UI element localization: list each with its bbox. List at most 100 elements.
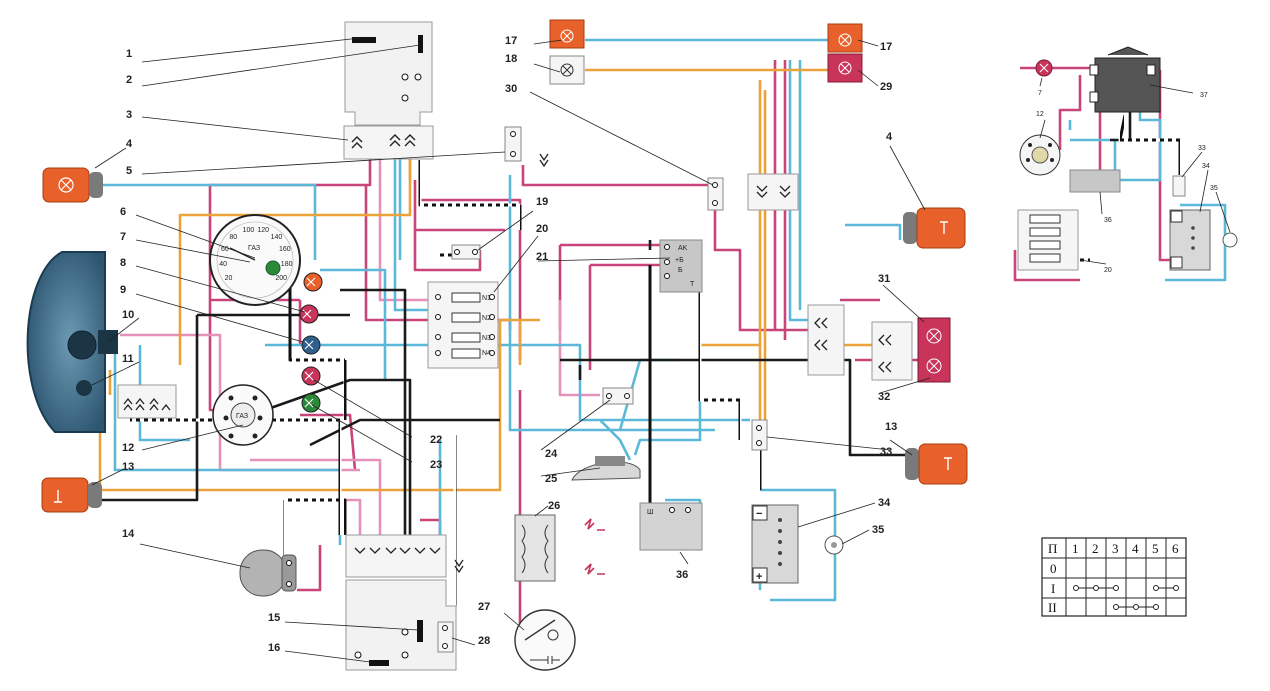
- table-col-5: 5: [1152, 541, 1159, 556]
- callout-26: 26: [548, 500, 560, 512]
- inset-generator-36: [1069, 169, 1121, 193]
- callout-20: 20: [536, 223, 548, 235]
- breaker-27: [514, 609, 576, 671]
- ignition-brand: ГАЗ: [236, 413, 248, 420]
- speedo-tick-label: 20: [225, 275, 233, 282]
- callout-13a: 13: [122, 461, 134, 473]
- inset-ignition-12: [1019, 134, 1061, 176]
- switch-19: [451, 244, 481, 260]
- table-row-I: I: [1051, 581, 1055, 596]
- inset-callout-12: 12: [1036, 111, 1044, 118]
- inset-fuse-33: [1172, 175, 1186, 197]
- ignition-switch: [212, 384, 274, 446]
- switch-30: [707, 177, 724, 211]
- callout-10: 10: [122, 309, 134, 321]
- callout-9: 9: [120, 284, 126, 296]
- inset-callout-7: 7: [1038, 90, 1042, 97]
- handlebar-switch-top: [344, 21, 433, 126]
- lamp-orange: [303, 272, 323, 292]
- speedometer: [209, 214, 301, 306]
- wires: [98, 38, 1227, 661]
- callout-6: 6: [120, 206, 126, 218]
- inset-lamp-35: [1222, 232, 1238, 248]
- speedo-tick-label: 120: [257, 227, 269, 234]
- table-row-II: II: [1048, 600, 1057, 615]
- inset-callout-37: 37: [1200, 92, 1208, 99]
- callout-12: 12: [122, 442, 134, 454]
- callout-18: 18: [505, 53, 517, 65]
- callout-30: 30: [505, 83, 517, 95]
- speedo-tick-label: 60: [221, 246, 229, 253]
- inset-callout-20: 20: [1104, 267, 1112, 274]
- turn-signal-rear-right: [905, 443, 968, 485]
- callout-1: 1: [126, 48, 132, 60]
- callout-36: 36: [676, 569, 688, 581]
- battery-34: [751, 504, 799, 584]
- callout-14: 14: [122, 528, 135, 540]
- horn-14: [239, 549, 297, 597]
- speedo-tick-label: 160: [279, 246, 291, 253]
- lamp-green: [301, 393, 321, 413]
- fuse-n1: N1: [482, 295, 491, 302]
- speedo-tick-label: 100: [243, 227, 255, 234]
- callout-35: 35: [872, 524, 884, 536]
- inset-diagram: [1017, 46, 1238, 271]
- brake-switch-5: [504, 126, 522, 162]
- table-corner: П: [1048, 541, 1057, 556]
- callout-11: 11: [122, 353, 134, 365]
- switch-contact-1: [352, 37, 376, 43]
- callout-15: 15: [268, 612, 280, 624]
- callout-4a: 4: [126, 138, 133, 150]
- callout-17a: 17: [505, 35, 517, 47]
- callout-33: 33: [880, 446, 892, 458]
- connector-block-3: [343, 125, 434, 160]
- reg-ak: AK: [678, 245, 688, 252]
- fuse-block: [427, 281, 499, 369]
- connector-tail: [871, 321, 913, 381]
- callout-29: 29: [880, 81, 892, 93]
- switch-contact-2: [418, 35, 423, 53]
- callout-4b: 4: [886, 131, 893, 143]
- speedo-tick-label: 40: [219, 261, 227, 268]
- callout-19: 19: [536, 196, 548, 208]
- callout-34: 34: [878, 497, 891, 509]
- lamp-red-1: [299, 304, 319, 324]
- reg-plus-b: +Б: [675, 257, 684, 264]
- connector-12: [117, 384, 177, 419]
- battery-plus: +: [756, 571, 762, 583]
- switch-28: [437, 621, 454, 653]
- inset-callout-36: 36: [1104, 217, 1112, 224]
- callout-22: 22: [430, 434, 442, 446]
- callout-labels: 1 2 3 4 5 6 7 8 9 10 11 12 13 14 15 16 1…: [120, 35, 1218, 654]
- callout-21: 21: [536, 251, 548, 263]
- reg-t: Т: [690, 281, 695, 288]
- table-col-6: 6: [1172, 541, 1179, 556]
- callout-31: 31: [878, 273, 890, 285]
- callout-2: 2: [126, 74, 132, 86]
- callout-28: 28: [478, 635, 490, 647]
- switch-contact-16: [369, 660, 389, 666]
- table-col-4: 4: [1132, 541, 1139, 556]
- switch-contact-15: [417, 620, 423, 642]
- callout-5: 5: [126, 165, 132, 177]
- lamp-17-left: [549, 19, 585, 49]
- callout-27: 27: [478, 601, 490, 613]
- speedo-tick-label: 140: [271, 234, 283, 241]
- handlebar-switch-bottom: [345, 579, 457, 671]
- callout-8: 8: [120, 257, 126, 269]
- inset-callout-35: 35: [1210, 185, 1218, 192]
- leader-lines: [91, 37, 1231, 663]
- speedo-tick-label: 200: [275, 275, 287, 282]
- speedo-brand: ГАЗ: [248, 245, 260, 252]
- tail-light-31: [917, 317, 951, 383]
- parking-bulb-11: [76, 380, 92, 396]
- connector-3-chevrons: [351, 134, 416, 149]
- speedo-tick-label: 80: [229, 234, 237, 241]
- callout-7: 7: [120, 231, 126, 243]
- callout-32: 32: [878, 391, 890, 403]
- callout-24: 24: [545, 448, 558, 460]
- table-col-3: 3: [1112, 541, 1119, 556]
- connector-bottom: [345, 534, 447, 578]
